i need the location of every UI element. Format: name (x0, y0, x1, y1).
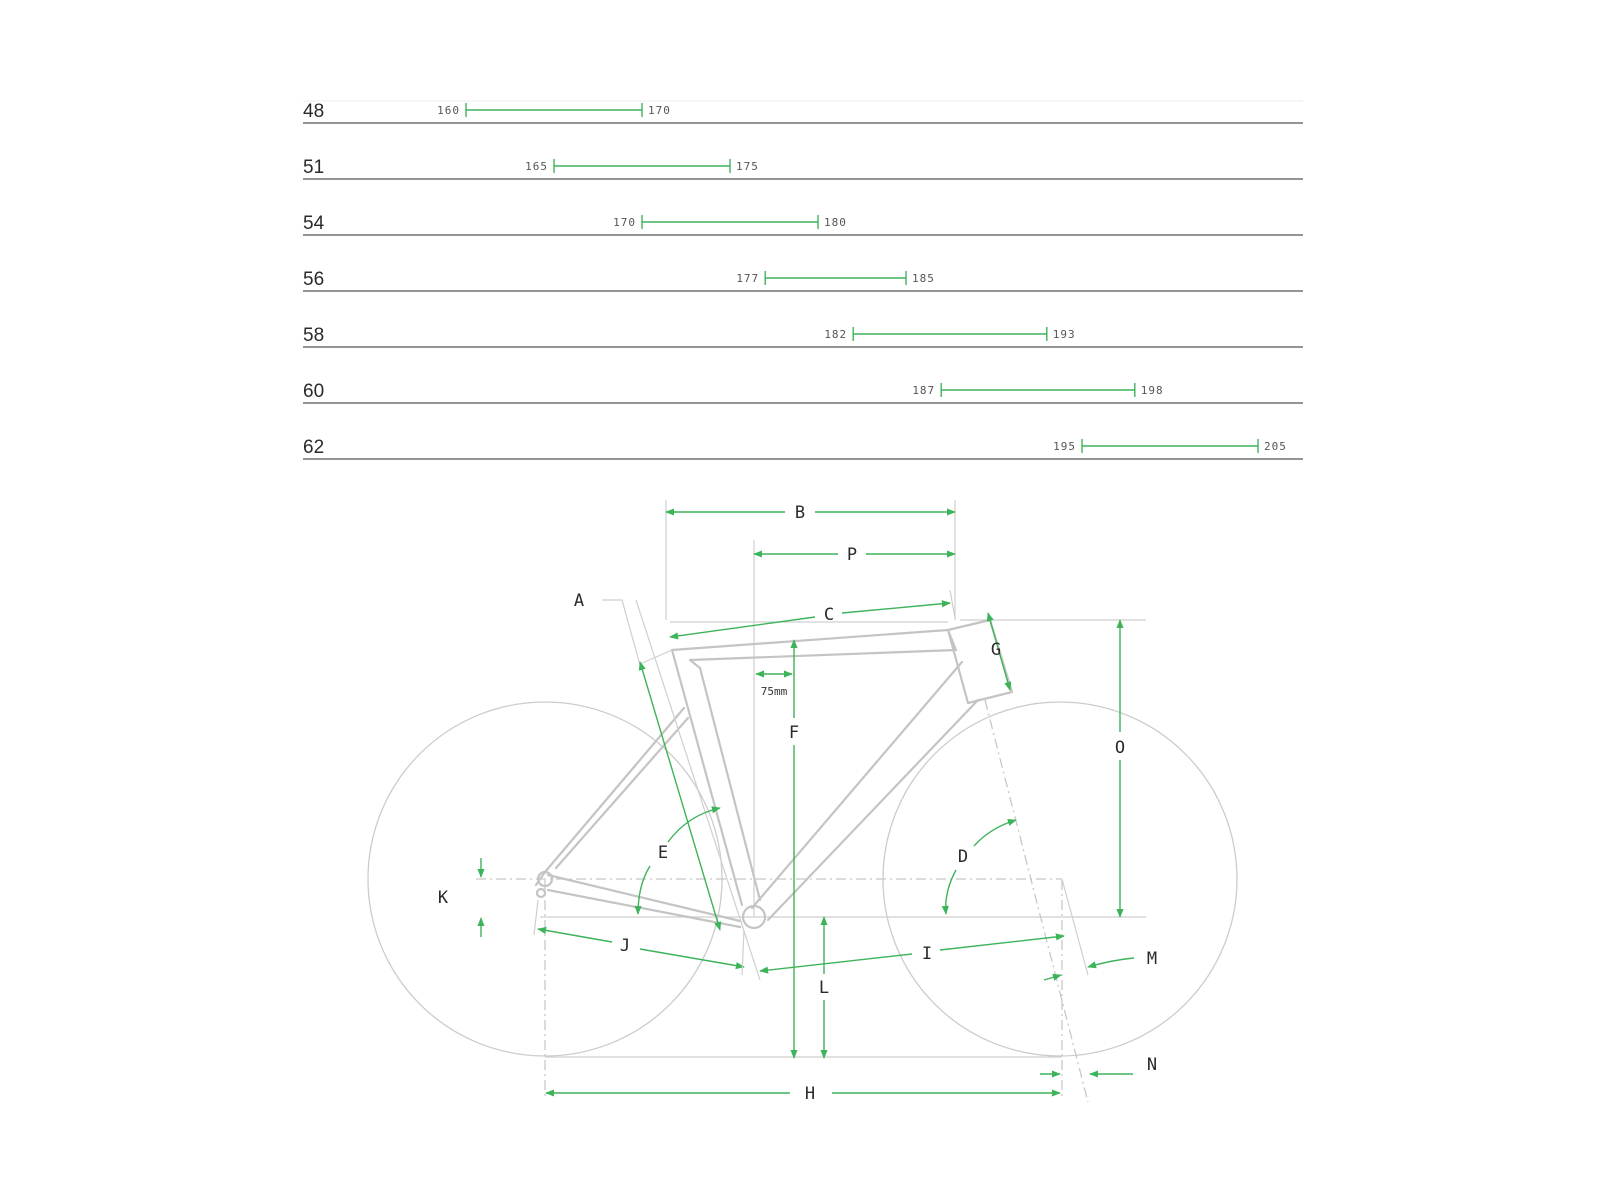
dim-d-arc-upper (973, 818, 1017, 847)
dim-label-b: B (795, 503, 805, 523)
size-label-56: 56 (303, 269, 324, 290)
dim-j-arrow-right (639, 948, 745, 970)
dim-m-arrow (1087, 957, 1135, 969)
dim-e-arc-upper (667, 806, 721, 843)
range-min-label-51: 165 (525, 160, 548, 173)
size-label-48: 48 (303, 101, 324, 122)
offset-75mm-label: 75mm (761, 685, 788, 698)
size-label-62: 62 (303, 437, 324, 458)
dim-c-arrow-right (841, 600, 951, 614)
dim-a-leader (602, 599, 641, 666)
dim-d-arc-lower (941, 869, 957, 915)
dim-label-k: K (438, 888, 449, 908)
range-min-label-62: 195 (1053, 440, 1076, 453)
bike-frame (534, 589, 1014, 981)
dim-a-arrow (638, 661, 722, 931)
dim-i-arrow-right (939, 933, 1065, 951)
dim-label-m: M (1147, 949, 1157, 969)
size-label-60: 60 (303, 381, 324, 402)
size-label-54: 54 (303, 213, 325, 234)
range-max-label-62: 205 (1264, 440, 1287, 453)
size-chart: 48 160 170 51 165 175 54 170 180 56 177 185 58 182 193… (303, 100, 1303, 460)
dim-label-o: O (1115, 738, 1125, 758)
dim-j-arrow-left (537, 926, 613, 943)
dim-label-f: F (789, 723, 799, 743)
dim-c-arrow-left (669, 616, 816, 640)
dim-label-l: L (819, 978, 829, 998)
dim-label-g: G (991, 640, 1001, 660)
dim-label-a: A (574, 591, 584, 611)
range-max-label-60: 198 (1141, 384, 1164, 397)
range-min-label-56: 177 (736, 272, 759, 285)
dim-label-j: J (620, 936, 630, 956)
dim-label-d: D (958, 847, 968, 867)
range-max-label-48: 170 (648, 104, 671, 117)
dim-label-n: N (1147, 1055, 1157, 1075)
steering-axis-extension (984, 699, 1089, 1103)
size-label-58: 58 (303, 325, 324, 346)
dim-label-h: H (805, 1084, 815, 1104)
dim-i-arrow-left (759, 953, 913, 974)
dim-g-arrow (986, 612, 1012, 691)
dim-m-arrow-left (1043, 973, 1062, 981)
fork-offset-line (1061, 878, 1089, 976)
range-max-label-54: 180 (824, 216, 847, 229)
range-min-label-48: 160 (437, 104, 460, 117)
range-min-label-58: 182 (824, 328, 847, 341)
dim-label-e: E (658, 843, 668, 863)
geometry-diagram: B P C A G 75mm F O E D (367, 500, 1238, 1104)
dim-e-arc-lower (634, 865, 651, 915)
range-max-label-58: 193 (1053, 328, 1076, 341)
size-label-51: 51 (303, 157, 324, 178)
dim-label-i: I (922, 944, 932, 964)
range-max-label-51: 175 (736, 160, 759, 173)
range-min-label-54: 170 (613, 216, 636, 229)
range-max-label-56: 185 (912, 272, 935, 285)
dim-label-p: P (847, 545, 857, 565)
range-min-label-60: 187 (912, 384, 935, 397)
dim-label-c: C (824, 605, 834, 625)
